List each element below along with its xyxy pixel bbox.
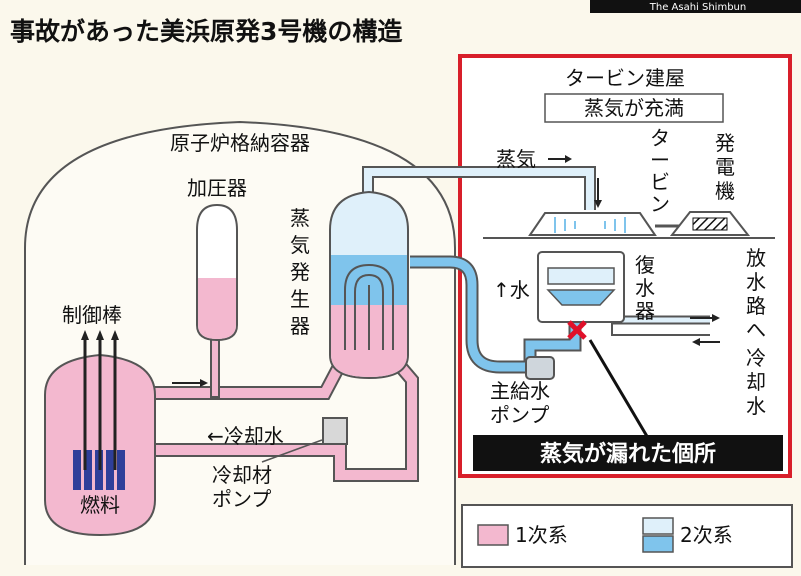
control-rods: [83, 335, 117, 470]
sg-label-char-3: 発: [290, 260, 310, 284]
sg-label-char-2: 気: [290, 233, 310, 257]
legend-swatch-secondary-steam: [642, 517, 674, 535]
steam-filled-label: 蒸気が充満: [584, 96, 684, 120]
sg-label: 蒸 気 発 生 器: [290, 206, 310, 338]
turbine-label: タ ー ビ ン: [650, 126, 670, 216]
credit-bar: [590, 0, 801, 13]
legend-secondary-label: 2次系: [680, 523, 733, 547]
control-rods-label: 制御棒: [62, 303, 122, 327]
feedwater-pump: [525, 356, 555, 380]
discharge-arrowhead: [712, 314, 720, 322]
legend-swatch-primary: [477, 524, 509, 546]
sg-label-char-4: 生: [290, 287, 310, 311]
leak-location-label: 蒸気が漏れた個所: [540, 441, 716, 467]
discharge-label-char-4: へ: [746, 318, 766, 342]
feed-pump-label-2: ポンプ: [490, 403, 549, 427]
cooling-water-label-char-1: 冷: [746, 346, 766, 370]
coolant-pump-label-1: 冷却材: [212, 463, 272, 487]
generator-label-char-2: 電: [715, 155, 735, 179]
leak-location-box: [473, 435, 783, 471]
condenser-tubes: [547, 267, 615, 285]
sg-tube-bundle: [344, 263, 394, 350]
leak-pointer: [588, 339, 650, 439]
steam-down-arrowhead: [594, 200, 602, 208]
turbine-label-char-2: ー: [650, 148, 670, 172]
generator-coil: [692, 217, 728, 231]
generator-label: 発 電 機: [715, 131, 735, 203]
turbine-label-char-1: タ: [650, 126, 670, 150]
legend: [461, 504, 793, 568]
turbine-label-char-4: ン: [650, 192, 670, 216]
steam-label: 蒸気: [496, 147, 536, 171]
sg-label-char-1: 蒸: [290, 206, 310, 230]
coolant-pump: [322, 417, 348, 445]
condenser-label-char-3: 器: [635, 299, 655, 323]
cooling-water-label: 冷 却 水: [746, 346, 766, 418]
feed-pump-label-1: 主給水: [490, 379, 550, 403]
steam-arrowhead: [565, 155, 572, 163]
generator-label-char-1: 発: [715, 131, 735, 155]
steam-line: [364, 168, 594, 210]
fuel-label: 燃料: [80, 493, 120, 517]
condenser-label: 復 水 器: [635, 253, 655, 323]
feedwater-line: [410, 257, 580, 372]
coolant-pump-leader: [261, 439, 323, 463]
diagram-title: 事故があった美浜原発3号機の構造: [10, 17, 402, 46]
steam-filled-box: [544, 93, 724, 123]
discharge-label-char-2: 水: [746, 270, 766, 294]
pressurizer-water: [198, 278, 236, 339]
flow-arrowhead-hot: [200, 379, 208, 387]
condenser-hotwell: [546, 289, 616, 306]
sg-label-char-5: 器: [290, 314, 310, 338]
condenser: [537, 251, 625, 323]
turbine: [528, 212, 657, 236]
cooling-arrowhead: [692, 338, 700, 346]
control-rod-arrows: [81, 330, 119, 340]
coolant-pump-label-2: ポンプ: [212, 487, 271, 511]
water-label: ↑水: [493, 278, 530, 302]
turbine-label-char-3: ビ: [650, 170, 670, 194]
leak-mark: [567, 320, 587, 340]
condenser-label-char-2: 水: [635, 276, 655, 300]
legend-primary-label: 1次系: [515, 523, 568, 547]
generator-label-char-3: 機: [715, 179, 735, 203]
condenser-label-char-1: 復: [635, 253, 655, 277]
cooling-water-label-char-2: 却: [746, 370, 766, 394]
legend-swatch-secondary-water: [642, 535, 674, 553]
pressurizer-label: 加圧器: [187, 176, 247, 200]
discharge-label-char-1: 放: [746, 246, 766, 270]
turbine-building-label: タービン建屋: [565, 66, 685, 90]
primary-cold-leg: [153, 352, 417, 480]
containment-label: 原子炉格納容器: [170, 131, 310, 155]
discharge-label-char-3: 路: [746, 294, 766, 318]
coolant-water-label: ←冷却水: [207, 424, 284, 448]
cooling-water-label-char-3: 水: [746, 394, 766, 418]
turbine-blades: [554, 217, 626, 233]
discharge-label: 放 水 路 へ: [746, 246, 766, 342]
credit-text: The Asahi Shimbun: [649, 2, 746, 13]
